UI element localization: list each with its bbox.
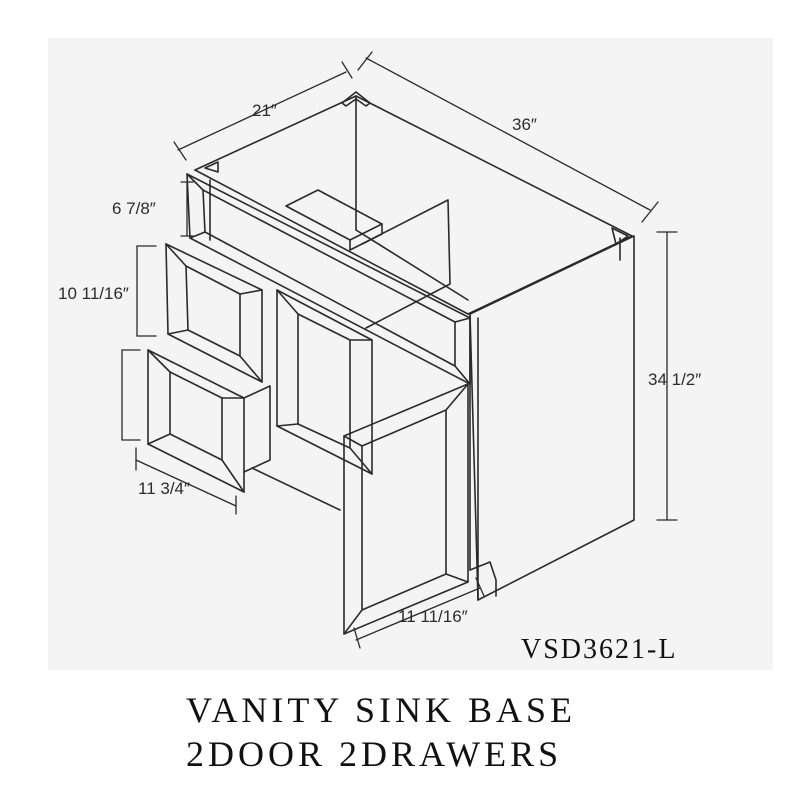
door-width-label: 11 11/16″ [398,607,468,626]
top-rail-outer [186,173,471,385]
top-rail-height-label: 6 7/8″ [112,199,156,218]
drawer-height-label: 10 11/16″ [58,284,129,303]
upper-drawer-front-outer [165,243,263,383]
right-door-bevel-4 [343,609,363,635]
lower-drawer-bevel-4 [147,433,171,445]
height-label: 34 1/2″ [648,370,701,389]
left-door-outer [276,289,373,475]
width-dimension-tick-1 [357,51,373,71]
depth-dimension-line [177,71,347,151]
right-door-panel [361,409,447,611]
right-door-bevel-2 [445,383,469,411]
left-door-panel [297,313,351,449]
back-corner-bracket [341,91,371,107]
left-door-bevel-1 [276,289,299,315]
upper-drawer-bevel-1 [165,243,187,267]
interior-floor-line [355,229,469,301]
lower-drawer-front-inner [169,371,223,461]
upper-drawer-bevel-3 [239,355,263,383]
upper-drawer-bevel-4 [167,329,189,335]
product-title-line-1: VANITY SINK BASE [186,690,577,730]
left-corner-bracket [204,161,219,173]
door-width-dimension-tick-1 [353,627,361,649]
toe-kick-notch [469,561,497,597]
depth-label: 21″ [252,101,277,120]
cabinet-top-right-edge [467,235,633,315]
right-door-bevel-1 [343,435,363,447]
right-door-bevel-3 [445,573,469,583]
width-label: 36″ [512,115,537,134]
drawer-box-side [243,385,271,473]
top-rail-bevel-4 [189,231,206,239]
center-divider [361,199,451,329]
lower-drawer-bevel-3 [221,459,245,493]
door-width-dimension-tick-2 [475,577,485,597]
left-door-bevel-4 [276,423,299,427]
top-rail-bevel-1 [186,173,204,191]
side-panel [469,235,635,601]
left-door-bevel-3 [349,447,373,475]
depth-dimension-tick-1 [173,141,187,161]
right-corner-bracket [611,227,629,245]
drawer-width-label: 11 3/4″ [138,479,190,498]
top-rail-bevel-2 [454,317,471,323]
model-code: VSD3621-L [521,634,678,665]
cabinet-top-back-edge [355,95,633,237]
upper-drawer-bevel-2 [239,289,263,295]
product-title-line-2: 2DOOR 2DRAWERS [186,734,563,774]
door-width-dimension-line [355,587,481,641]
cabinet-top-left-edge [194,95,357,171]
upper-drawer-front-inner [185,265,241,357]
lower-drawer-bevel-1 [147,349,171,373]
depth-dimension-tick-2 [341,61,353,79]
top-rail-bevel-3 [454,365,471,385]
cabinet-top-front-edge [194,169,469,315]
width-dimension-line [365,57,651,211]
drawing-panel [48,38,773,670]
drawer-runner [251,467,341,511]
width-dimension-tick-2 [641,201,659,223]
drawer-width-dimension-line [135,459,237,507]
